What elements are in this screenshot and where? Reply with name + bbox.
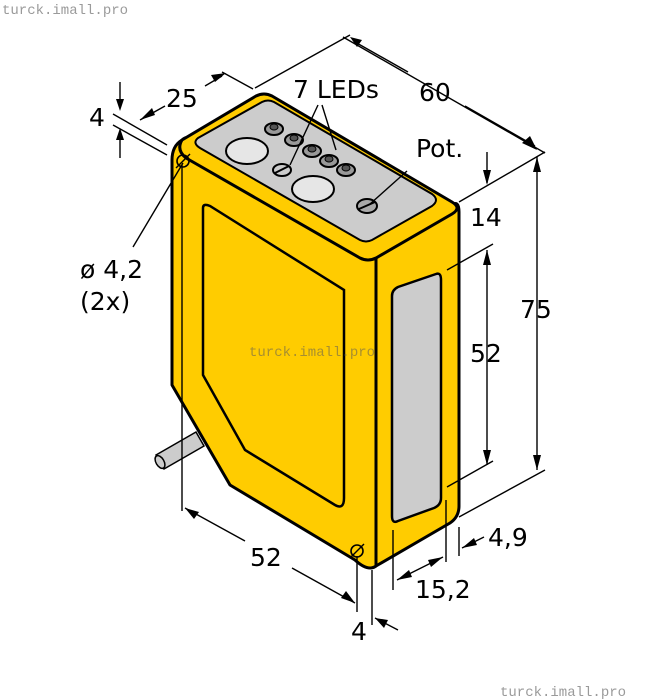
hole-count-label: (2x) [80, 287, 130, 316]
front-recess [201, 203, 346, 508]
dim-window-offset: 4,9 [488, 523, 528, 552]
dim-top-margin: 14 [470, 203, 502, 232]
screw-icon [272, 163, 292, 177]
dim-width: 60 [419, 78, 451, 107]
dim-height: 75 [520, 295, 552, 324]
mounting-hole-top-icon [175, 153, 191, 169]
dim-window-width: 15,2 [415, 575, 471, 604]
leds-label: 7 LEDs [293, 75, 379, 104]
watermark-center: turck.imall.pro [249, 345, 375, 361]
cable [154, 430, 206, 471]
dim-offset-bottom: 4 [351, 617, 367, 646]
pot-label: Pot. [416, 134, 463, 163]
dim-depth: 25 [166, 84, 198, 113]
dim-window-height: 52 [470, 339, 502, 368]
watermark-bottom-right: turck.imall.pro [500, 685, 626, 700]
dim-bottom-length: 52 [250, 543, 282, 572]
dimension-arrows [116, 37, 541, 628]
lens-receiver [291, 175, 335, 203]
lens-emitter [225, 137, 269, 165]
watermark-top-left: turck.imall.pro [2, 3, 128, 19]
dim-offset-top: 4 [89, 103, 105, 132]
hole-diameter-label: ø 4,2 [80, 255, 143, 284]
side-window [390, 272, 443, 524]
led-inner [269, 123, 351, 172]
